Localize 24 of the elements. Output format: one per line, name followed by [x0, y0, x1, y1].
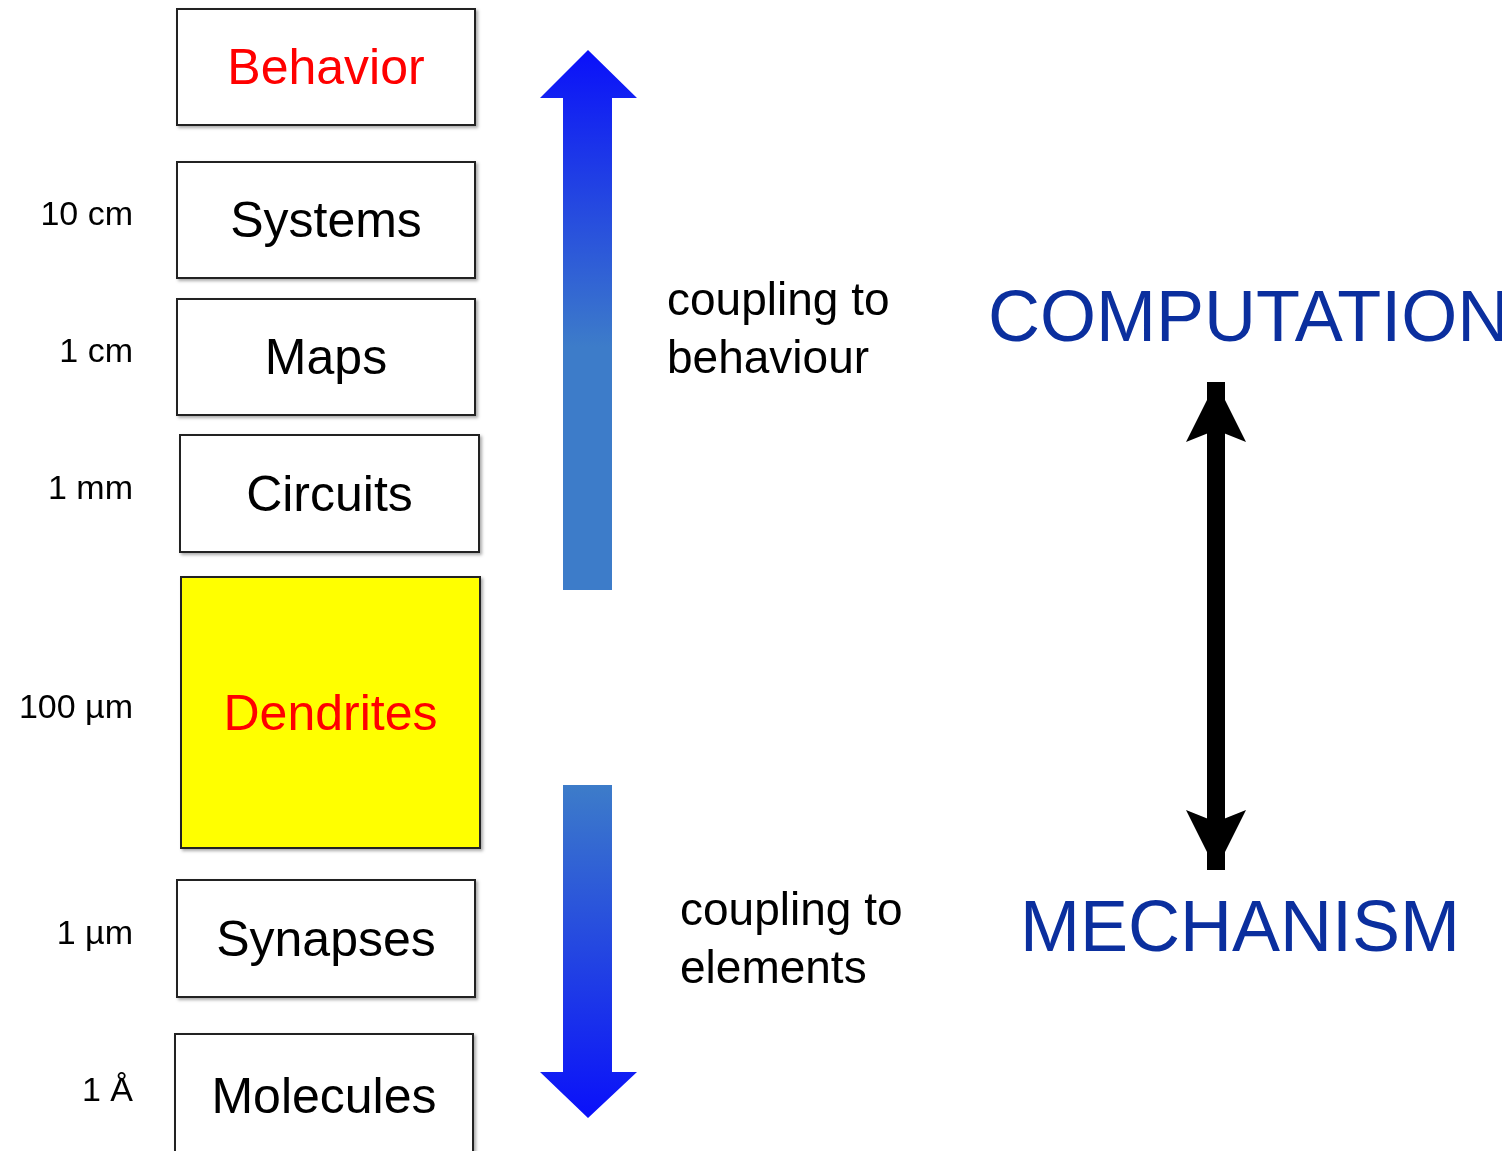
level-name: Molecules [211, 1066, 437, 1125]
level-name: Maps [264, 328, 388, 386]
scale-label: 1 mm [47, 469, 133, 504]
level-name: Dendrites [223, 683, 438, 742]
scale-label: 1 cm [58, 333, 133, 367]
scale-level-box [176, 161, 476, 279]
scale-level-box [174, 1033, 474, 1151]
level-name: Behavior [227, 38, 425, 96]
level-heading: MECHANISM [1020, 890, 1460, 962]
level-name: Synapses [216, 909, 436, 968]
scale-label: 1 Å [80, 1071, 133, 1106]
scale-level-box [179, 434, 480, 553]
level-name: Circuits [246, 464, 413, 523]
double-arrow [1186, 382, 1246, 870]
scale-level-box [180, 576, 481, 849]
level-name: Systems [230, 191, 422, 249]
arrow-caption: coupling to elements [680, 882, 904, 996]
scale-level-box [176, 8, 476, 126]
scale-level-box [176, 298, 476, 416]
scale-label: 10 cm [39, 196, 133, 230]
arrow-caption: coupling to behaviour [667, 272, 891, 386]
scale-label: 100 µm [17, 688, 133, 723]
scale-label: 1 µm [55, 914, 133, 949]
scale-level-box [176, 879, 476, 998]
